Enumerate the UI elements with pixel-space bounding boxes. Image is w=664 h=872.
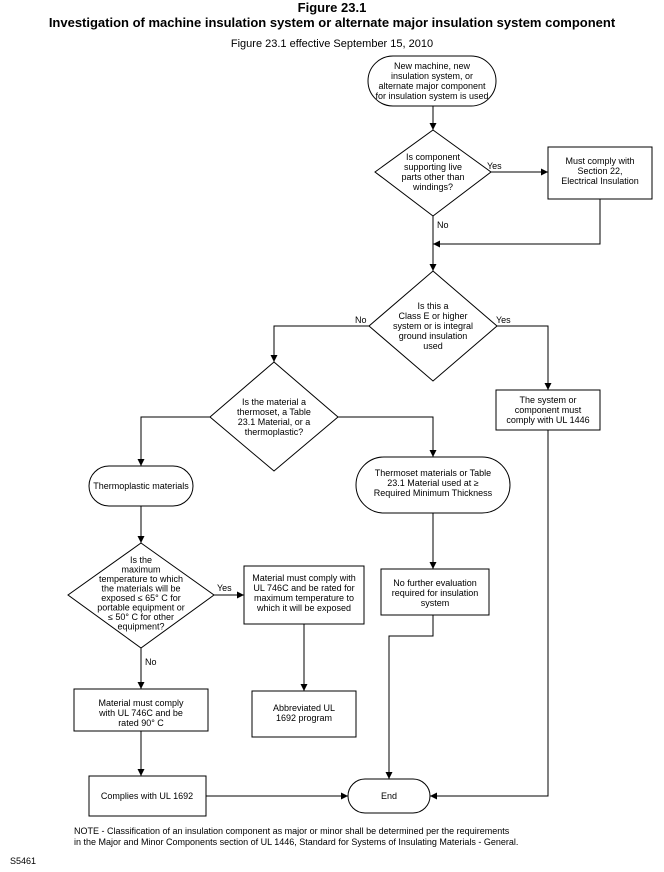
live-no-label: No bbox=[437, 220, 449, 230]
connectors bbox=[137, 106, 601, 800]
figure-title: Figure 23.1 bbox=[297, 0, 367, 15]
thermoplastic-text: Thermoplastic materials bbox=[93, 481, 189, 491]
live-yes-label: Yes bbox=[487, 161, 502, 171]
document-code: S5461 bbox=[10, 856, 37, 866]
figure-effective-date: Figure 23.1 effective September 15, 2010 bbox=[230, 38, 434, 50]
figure-subtitle: Investigation of machine insulation syst… bbox=[48, 15, 616, 30]
footnote-line-2: in the Major and Minor Components sectio… bbox=[74, 837, 519, 847]
class-yes-label: Yes bbox=[496, 315, 511, 325]
end-text: End bbox=[381, 791, 397, 801]
no-further-evaluation-box bbox=[380, 568, 490, 616]
decision-class-e bbox=[368, 270, 498, 382]
footnote-line-1: NOTE - Classification of an insulation c… bbox=[74, 826, 510, 836]
complies-ul1692-text: Complies with UL 1692 bbox=[101, 791, 193, 801]
class-no-label: No bbox=[355, 315, 367, 325]
start-terminal bbox=[367, 55, 497, 107]
decision-material-type bbox=[209, 361, 339, 472]
footnote: NOTE - Classification of an insulation c… bbox=[74, 826, 518, 848]
temp-no-label: No bbox=[145, 657, 157, 667]
temp-yes-label: Yes bbox=[217, 583, 232, 593]
